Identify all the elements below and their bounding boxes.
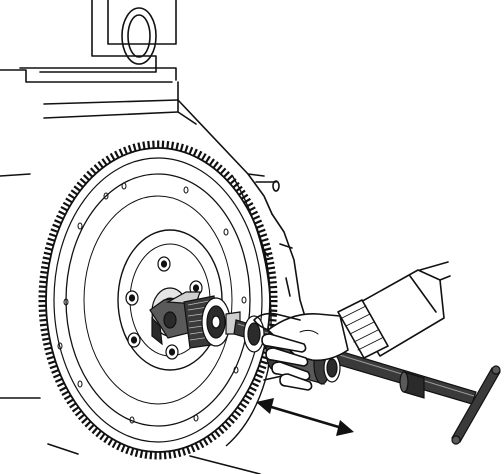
engine-block	[0, 0, 307, 474]
t-handle	[451, 365, 501, 445]
flange-bolt	[125, 290, 139, 306]
flange-bolt	[165, 344, 179, 360]
flange-bolt	[157, 256, 171, 272]
flange-bolt	[127, 332, 141, 348]
gloved-hand	[253, 261, 451, 391]
bearing-puller-jaws	[149, 291, 241, 349]
double-headed-arrow-pull-direction	[256, 398, 354, 436]
